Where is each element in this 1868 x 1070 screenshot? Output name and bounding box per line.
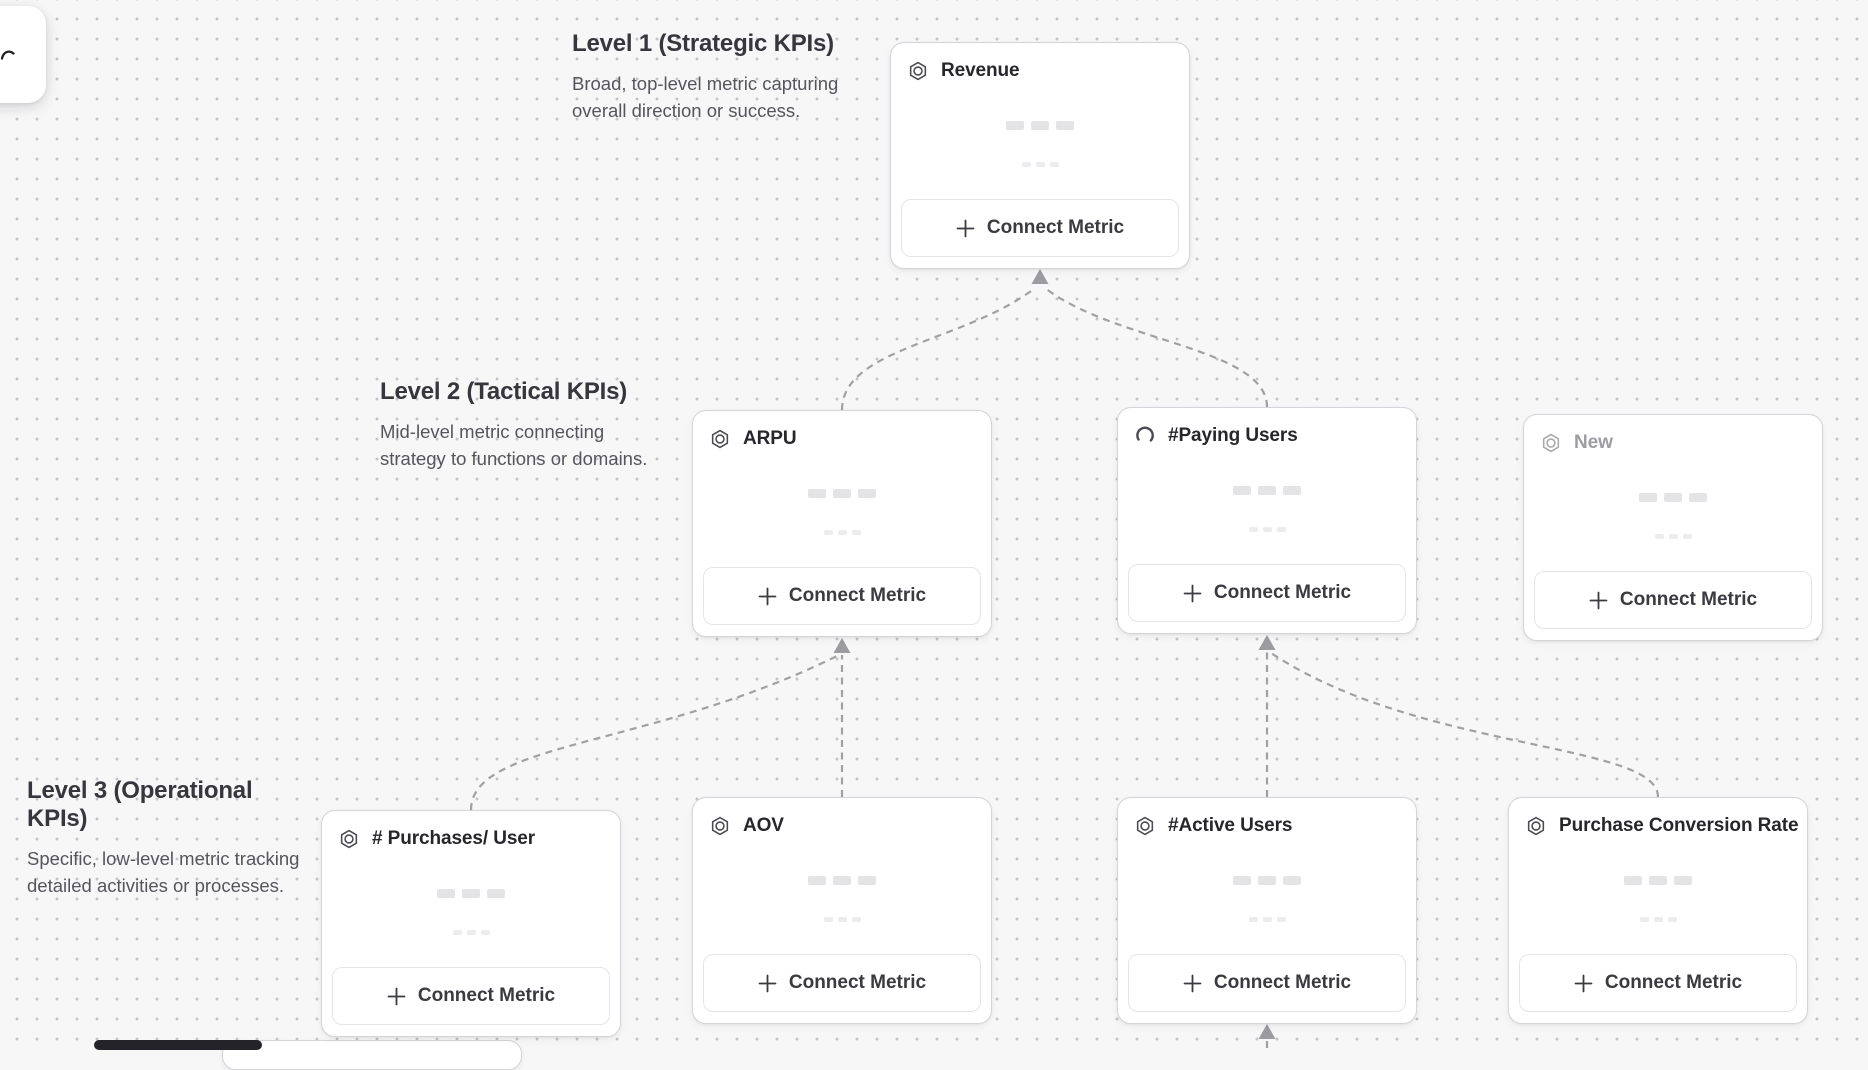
metric-card-header: #Paying Users (1118, 408, 1416, 448)
metric-card-header: ARPU (693, 411, 991, 451)
edge-paying-users-to-revenue (1044, 287, 1269, 408)
metric-card-title: # Purchases/ User (372, 828, 536, 849)
connect-metric-button[interactable]: Connect Metric (703, 954, 981, 1012)
metric-card-header: New (1524, 415, 1822, 455)
metric-card-title: AOV (743, 815, 784, 836)
metric-skeleton-row (1509, 917, 1807, 922)
level-1-heading: Level 1 (Strategic KPIs) (572, 30, 834, 57)
hexagon-token-icon (708, 814, 732, 838)
metric-skeleton-row (1524, 493, 1822, 502)
metric-skeleton-row (322, 889, 620, 898)
horizontal-scrollbar-thumb[interactable] (94, 1040, 262, 1050)
metric-card-header: #Active Users (1118, 798, 1416, 838)
connect-metric-label: Connect Metric (417, 985, 556, 1006)
plus-icon (758, 587, 777, 606)
metric-skeleton-row (693, 530, 991, 535)
metric-card-header: # Purchases/ User (322, 811, 620, 851)
hexagon-token-icon (708, 427, 732, 451)
connect-metric-button[interactable]: Connect Metric (332, 967, 610, 1025)
hexagon-token-icon (1524, 814, 1548, 838)
edge-arpu-to-revenue (840, 287, 1036, 411)
hexagon-token-icon (1539, 431, 1563, 455)
floating-toolbar-panel[interactable] (0, 6, 46, 103)
metric-card-partial[interactable] (222, 1040, 522, 1070)
spinner-icon (1133, 424, 1157, 448)
connect-metric-label: Connect Metric (1213, 582, 1352, 603)
level-3-label: Level 3 (Operational KPIs) Specific, low… (27, 777, 312, 900)
metric-skeleton-row (693, 876, 991, 885)
metric-skeleton-row (1509, 876, 1807, 885)
edge-arrowhead-active-users-bottom (1258, 1024, 1276, 1039)
metric-skeleton-row (1118, 527, 1416, 532)
hexagon-token-icon (906, 59, 930, 83)
metric-skeleton-row (891, 162, 1189, 167)
connect-metric-label: Connect Metric (986, 217, 1125, 238)
level-1-description: Broad, top-level metric capturing overal… (572, 73, 839, 122)
tool-glyph-icon (1, 50, 15, 60)
edge-arrowhead-paying-users-bottom (1258, 635, 1276, 650)
connect-metric-label: Connect Metric (1619, 589, 1758, 610)
plus-icon (1574, 974, 1593, 993)
connect-metric-button[interactable]: Connect Metric (1519, 954, 1797, 1012)
level-3-heading: Level 3 (Operational KPIs) (27, 777, 253, 832)
connect-metric-label: Connect Metric (1604, 972, 1743, 993)
metric-skeleton-row (1118, 876, 1416, 885)
level-2-label: Level 2 (Tactical KPIs) Mid-level metric… (380, 378, 648, 473)
metric-skeleton-row (322, 930, 620, 935)
metric-card-aov[interactable]: AOV Connect Metric (692, 797, 992, 1024)
metric-skeleton-row (891, 121, 1189, 130)
edge-arrowhead-revenue-bottom (1031, 269, 1049, 284)
connect-metric-label: Connect Metric (1213, 972, 1352, 993)
connect-metric-label: Connect Metric (788, 972, 927, 993)
edge-purchase-conversion-rate-to-paying-users (1270, 652, 1660, 798)
metric-card-header: Purchase Conversion Rate (1509, 798, 1807, 838)
metric-skeleton-row (1524, 534, 1822, 539)
connect-metric-button[interactable]: Connect Metric (703, 567, 981, 625)
metric-card-title: Purchase Conversion Rate (1559, 815, 1799, 836)
metric-card-title: ARPU (743, 428, 797, 449)
metric-card-header: AOV (693, 798, 991, 838)
plus-icon (1183, 584, 1202, 603)
metric-card-header: Revenue (891, 43, 1189, 83)
plus-icon (1589, 591, 1608, 610)
metric-card-title: New (1574, 432, 1613, 453)
level-2-description: Mid-level metric connecting strategy to … (380, 421, 648, 470)
connect-metric-label: Connect Metric (788, 585, 927, 606)
metric-skeleton-row (693, 917, 991, 922)
connect-metric-button[interactable]: Connect Metric (901, 199, 1179, 257)
level-1-label: Level 1 (Strategic KPIs) Broad, top-leve… (572, 30, 844, 125)
metric-skeleton-row (1118, 486, 1416, 495)
metric-skeleton-row (693, 489, 991, 498)
level-3-description: Specific, low-level metric tracking deta… (27, 848, 300, 897)
plus-icon (1183, 974, 1202, 993)
metric-card-title: Revenue (941, 60, 1020, 81)
edge-arrowhead-arpu-bottom (833, 638, 851, 653)
hexagon-token-icon (1133, 814, 1157, 838)
connect-metric-button[interactable]: Connect Metric (1128, 954, 1406, 1012)
connect-metric-button[interactable]: Connect Metric (1128, 564, 1406, 622)
level-2-heading: Level 2 (Tactical KPIs) (380, 378, 628, 405)
edge-purchases-per-user-to-arpu (469, 655, 838, 811)
plus-icon (758, 974, 777, 993)
connect-metric-button[interactable]: Connect Metric (1534, 571, 1812, 629)
metric-card-arpu[interactable]: ARPU Connect Metric (692, 410, 992, 637)
plus-icon (956, 219, 975, 238)
metric-skeleton-row (1118, 917, 1416, 922)
metric-card-title: #Active Users (1168, 815, 1293, 836)
metric-card-title: #Paying Users (1168, 425, 1298, 446)
plus-icon (387, 987, 406, 1006)
hexagon-token-icon (337, 827, 361, 851)
